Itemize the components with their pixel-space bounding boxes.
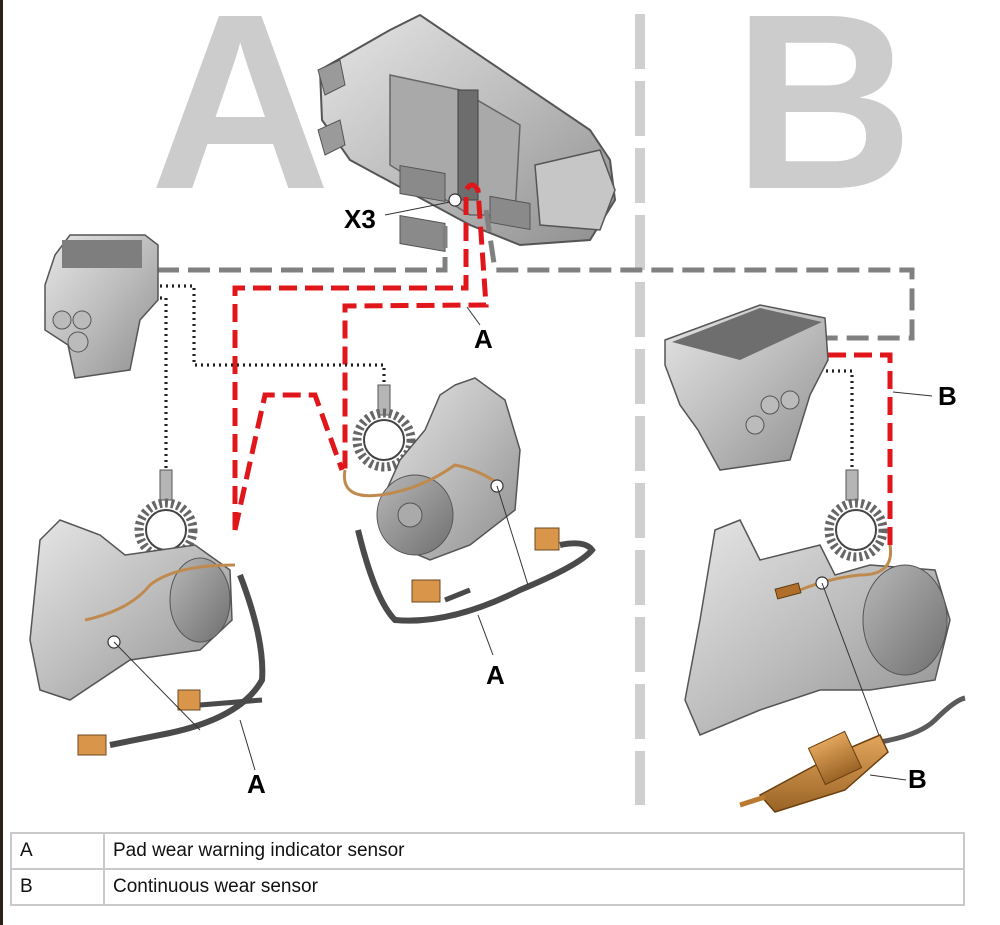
leader-line-b-bottom [869, 774, 907, 781]
callout-b-harness: B [938, 381, 957, 411]
callout-a-left: A [247, 769, 266, 799]
leader-line-a-left [113, 641, 201, 731]
legend-key: B [10, 868, 105, 906]
abs-tone-ring-right [824, 469, 888, 562]
leader-line-a-bottom [239, 719, 256, 771]
wear-sensor-wire-b [828, 352, 893, 545]
modulator-left [44, 234, 159, 379]
callout-b-sensor: B [908, 764, 927, 794]
legend-key: A [10, 832, 105, 870]
x3-leader-line [384, 201, 451, 216]
abs-tone-ring-left-rear [352, 384, 416, 472]
leader-line-b-sensor [821, 582, 881, 739]
abs-tone-ring-left-front [134, 469, 198, 562]
harness-center [355, 527, 596, 624]
x3-connector-point [448, 193, 462, 207]
brake-wear-sensor-diagram: A B X3 [29, 0, 966, 813]
ecu-control-unit [317, 13, 617, 253]
brake-caliper-right [684, 519, 951, 736]
section-letter-a: A [150, 0, 331, 241]
image-left-border [0, 0, 3, 925]
leader-line-a-harness [466, 306, 481, 326]
harness-left [77, 573, 266, 756]
leader-line-a-center [496, 485, 529, 586]
abs-sensor-lines [160, 284, 854, 470]
legend-row: A Pad wear warning indicator sensor [10, 832, 965, 870]
can-bus-lines [157, 209, 915, 341]
connector-label-x3: X3 [344, 204, 376, 234]
brake-caliper-center [342, 377, 521, 561]
modulator-right [664, 304, 829, 471]
legend-description: Continuous wear sensor [103, 868, 965, 906]
legend-row: B Continuous wear sensor [10, 868, 965, 906]
section-letter-b: B [733, 0, 914, 241]
legend-table: A Pad wear warning indicator sensor B Co… [10, 832, 965, 906]
leader-line-a-center-bottom [477, 614, 494, 656]
leader-line-b-harness [892, 391, 933, 397]
legend-description: Pad wear warning indicator sensor [103, 832, 965, 870]
brake-caliper-left [29, 519, 236, 701]
callout-a-harness: A [474, 324, 493, 354]
callout-a-center: A [486, 660, 505, 690]
wear-sensor-wires-a [232, 182, 489, 531]
continuous-wear-sensor [739, 695, 966, 813]
